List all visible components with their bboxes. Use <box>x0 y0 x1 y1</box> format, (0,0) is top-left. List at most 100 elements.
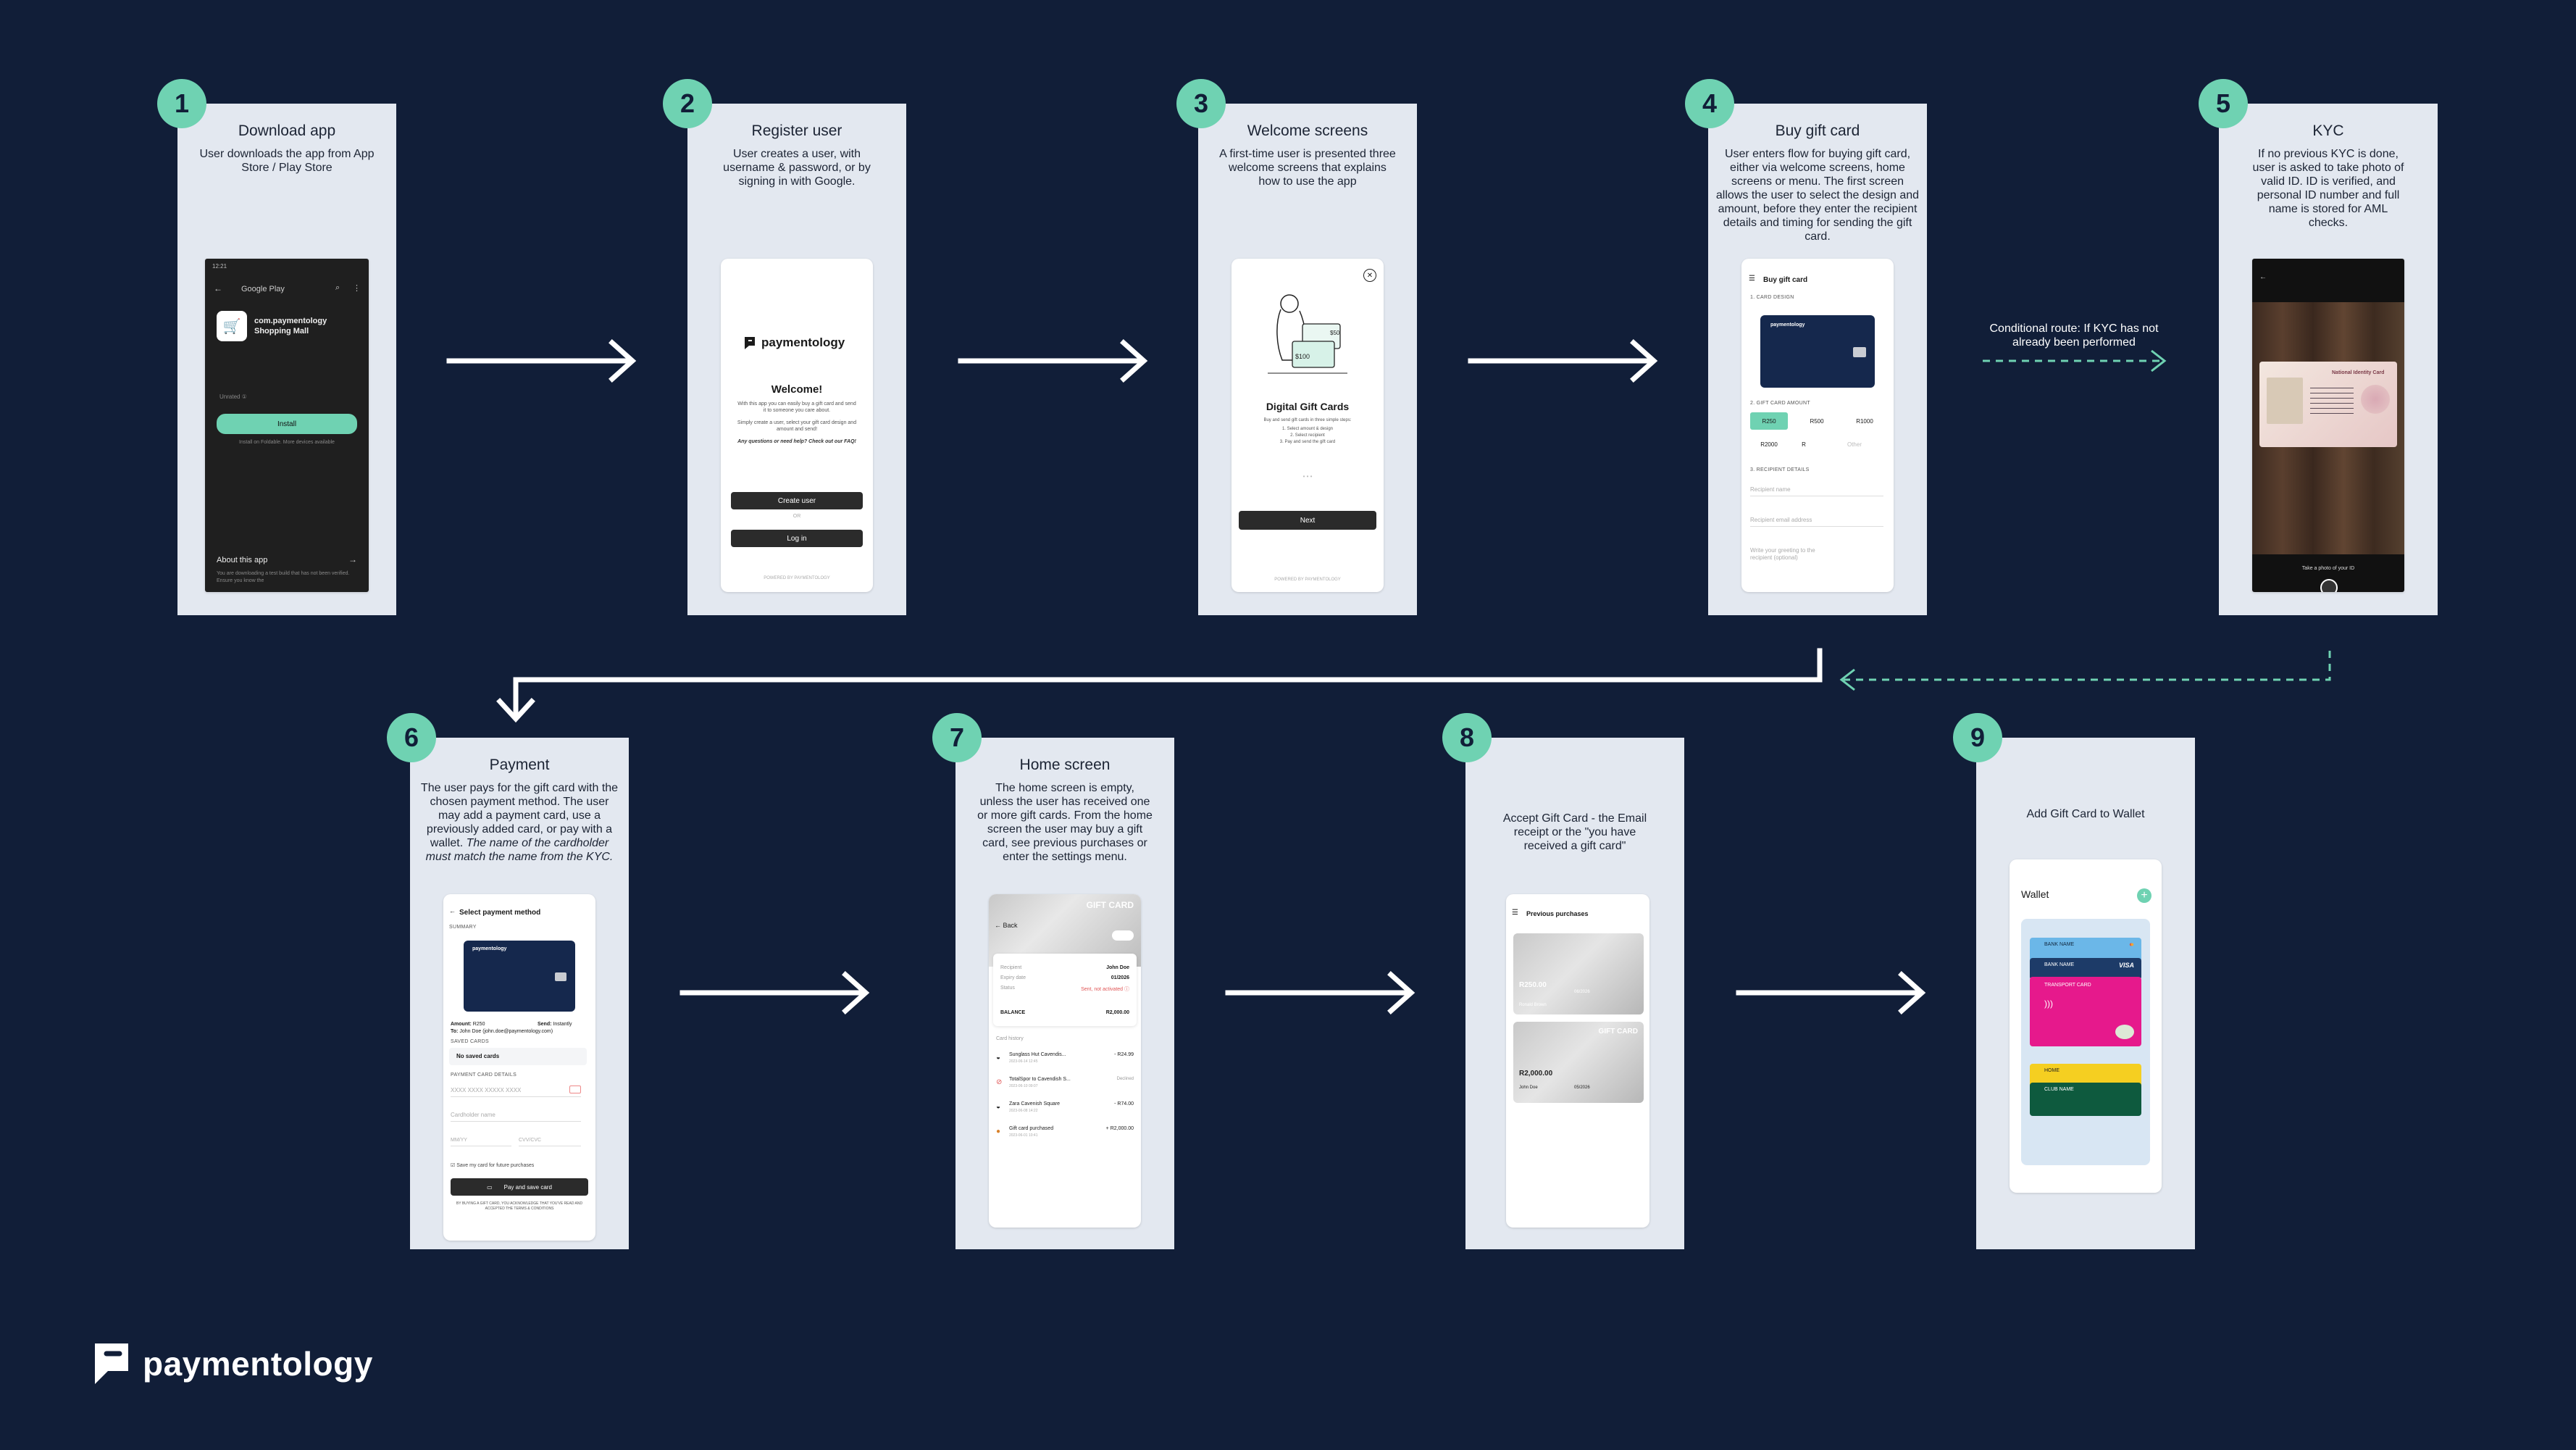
cvv-input[interactable]: CVV/CVC <box>519 1138 581 1146</box>
id-detail-lines <box>2310 388 2354 417</box>
welcome-step-1: 1. Select amount & design <box>1281 427 1334 431</box>
section-label: 3. RECIPIENT DETAILS <box>1750 467 1810 472</box>
mastercard-icon: ●● <box>2129 941 2134 948</box>
close-icon[interactable]: ✕ <box>1363 269 1376 282</box>
tx-date: 2023-06-01 10:41 <box>1009 1133 1038 1138</box>
card-logo-icon <box>2115 1025 2134 1039</box>
amount-option[interactable]: R1000 <box>1856 417 1873 425</box>
step-number-badge: 4 <box>1685 79 1734 128</box>
visa-label: VISA <box>2118 962 2134 969</box>
wallet-card-transport[interactable]: TRANSPORT CARD ))) <box>2030 977 2141 1046</box>
install-button[interactable]: Install <box>217 414 357 434</box>
id-photo <box>2267 378 2303 424</box>
transaction-row[interactable]: ⊘ TotalSpor to Cavendish S... Declined 2… <box>996 1077 1134 1096</box>
wallet-title: Wallet <box>2021 888 2049 900</box>
tx-merchant: Sunglass Hut Cavendis... <box>1009 1052 1066 1057</box>
app-subtitle: Shopping Mall <box>254 327 309 336</box>
menu-icon[interactable]: ☰ <box>1512 909 1518 917</box>
expiry-input[interactable]: MM/YY <box>451 1138 511 1146</box>
phone-screen-home: GIFT CARD ← Back Recipient John Doe Expi… <box>989 894 1141 1228</box>
save-card-checkbox[interactable]: ☑ Save my card for future purchases <box>451 1162 534 1168</box>
back-arrow-icon[interactable]: ← <box>2259 273 2267 281</box>
step-1-panel: Download app User downloads the app from… <box>157 79 396 615</box>
conditional-route-note: Conditional route: If KYC has not alread… <box>1989 322 2159 349</box>
wallet-card-stack: BANK NAME ●● BANK NAME VISA TRANSPORT CA… <box>2021 919 2150 1165</box>
phone-screen-payment: ← Select payment method SUMMARY paymento… <box>443 894 595 1241</box>
powered-footer: POWERED BY PAYMENTOLOGY <box>1274 578 1341 582</box>
card-date: 05/2026 <box>1574 1086 1590 1090</box>
card-name: CLUB NAME <box>2044 1087 2074 1092</box>
phone-screen-purchases: ☰ Previous purchases R250.00 06/2026 Ron… <box>1506 894 1649 1228</box>
transaction-row[interactable]: ◒ Zara Cavenish Square - R74.00 2023-06-… <box>996 1101 1134 1120</box>
card-design-option[interactable]: paymentology <box>1760 315 1875 388</box>
card-date: 06/2026 <box>1574 990 1590 994</box>
amount-value: R250 <box>472 1022 485 1027</box>
step-description: Add Gift Card to Wallet <box>2026 808 2145 820</box>
gift-card-details: Recipient John Doe Expiry date 01/2026 S… <box>993 954 1137 1026</box>
to-value: John Doe (john.doe@paymentology.com) <box>459 1029 553 1034</box>
back-link[interactable]: ← Back <box>995 922 1018 929</box>
card-number-input[interactable]: XXXX XXXX XXXXX XXXX <box>451 1087 581 1097</box>
back-arrow-icon[interactable]: ← <box>214 283 222 293</box>
tx-amount: - R24.99 <box>1114 1052 1134 1057</box>
tx-date: 2023-06-10 09:07 <box>1009 1084 1038 1088</box>
phone-screen-welcome: ✕ $50 $100 Digital Gift Cards Buy and se… <box>1231 259 1384 592</box>
page-dots: • • • <box>1302 473 1313 480</box>
card-name: HOME <box>2044 1068 2059 1073</box>
terms-text: BY BUYING A GIFT CARD, YOU ACKNOWLEDGE T… <box>456 1201 583 1211</box>
menu-icon[interactable]: ☰ <box>1749 275 1755 283</box>
amount-option[interactable]: R250 <box>1750 412 1788 430</box>
log-in-button[interactable]: Log in <box>731 530 863 547</box>
step-number-badge: 1 <box>157 79 206 128</box>
amount-other-input[interactable]: Other <box>1847 441 1862 448</box>
transaction-row[interactable]: ◒ Sunglass Hut Cavendis... - R24.99 2023… <box>996 1052 1134 1071</box>
back-arrow-icon[interactable]: ← <box>449 907 456 914</box>
recipient-name-input[interactable]: Recipient name <box>1750 486 1883 496</box>
amount-option[interactable]: R500 <box>1810 417 1824 425</box>
app-name: com.paymentology <box>254 317 327 325</box>
step-title: Home screen <box>1019 757 1111 773</box>
search-icon[interactable]: ⌕ <box>335 283 340 292</box>
card-amount: R250.00 <box>1519 981 1547 989</box>
next-button[interactable]: Next <box>1239 511 1376 530</box>
wallet-card-bank[interactable]: BANK NAME VISA <box>2030 958 2141 980</box>
transaction-row[interactable]: ● Gift card purchased + R2,000.00 2023-0… <box>996 1126 1134 1145</box>
add-card-icon[interactable]: + <box>2137 888 2151 903</box>
detail-label: Expiry date <box>1000 975 1026 980</box>
amount-label: Amount: <box>451 1022 472 1027</box>
card-brand: paymentology <box>1770 322 1805 328</box>
conditional-arrow-5-6 <box>1839 651 2331 691</box>
step-4-panel: Buy gift card User enters flow for buyin… <box>1685 79 1927 615</box>
toggle-switch[interactable] <box>1112 930 1134 941</box>
wallet-card-club[interactable]: CLUB NAME <box>2030 1083 2141 1116</box>
arrow-right-icon: → <box>348 554 357 564</box>
amount-option[interactable]: R <box>1802 441 1806 448</box>
back-label: Back <box>1003 922 1018 929</box>
amount-option[interactable]: R2000 <box>1760 441 1778 448</box>
bag-icon: ◒ <box>996 1054 1001 1062</box>
shutter-button[interactable] <box>2320 579 2338 592</box>
recipient-email-input[interactable]: Recipient email address <box>1750 517 1883 527</box>
greeting-input[interactable]: Write your greeting to the recipient (op… <box>1750 547 1815 561</box>
tx-merchant: Gift card purchased <box>1009 1126 1054 1131</box>
pay-and-save-button[interactable]: ▭Pay and save card <box>451 1178 588 1196</box>
step-description: Accept Gift Card - the Email receipt or … <box>1502 812 1647 852</box>
step-number-badge: 6 <box>387 713 436 762</box>
more-icon[interactable]: ⋮ <box>353 284 361 293</box>
about-app-link[interactable]: About this app <box>217 556 268 564</box>
phone-screen-wallet: Wallet + BANK NAME ●● BANK NAME VISA TRA… <box>2010 859 2162 1193</box>
card-type-icon <box>569 1086 581 1093</box>
cardholder-name-input[interactable]: Cardholder name <box>451 1112 581 1122</box>
brand-wordmark: paymentology <box>143 1345 373 1383</box>
create-user-button[interactable]: Create user <box>731 492 863 509</box>
checkbox-icon: ☑ <box>451 1163 456 1168</box>
phone-screen-kyc: ← National Identity Card Take a photo of… <box>2252 259 2404 592</box>
gift-icon: ● <box>996 1128 1001 1136</box>
screen-title: Select payment method <box>459 909 541 917</box>
arrow-4-6 <box>496 648 1823 723</box>
declined-icon: ⊘ <box>996 1078 1003 1086</box>
status-value: Sent, not activated ⓘ <box>1081 987 1129 992</box>
purchase-card[interactable]: R250.00 06/2026 Ronald Brown <box>1513 933 1644 1014</box>
purchase-card[interactable]: GIFT CARD R2,000.00 John Doe 05/2026 <box>1513 1022 1644 1103</box>
